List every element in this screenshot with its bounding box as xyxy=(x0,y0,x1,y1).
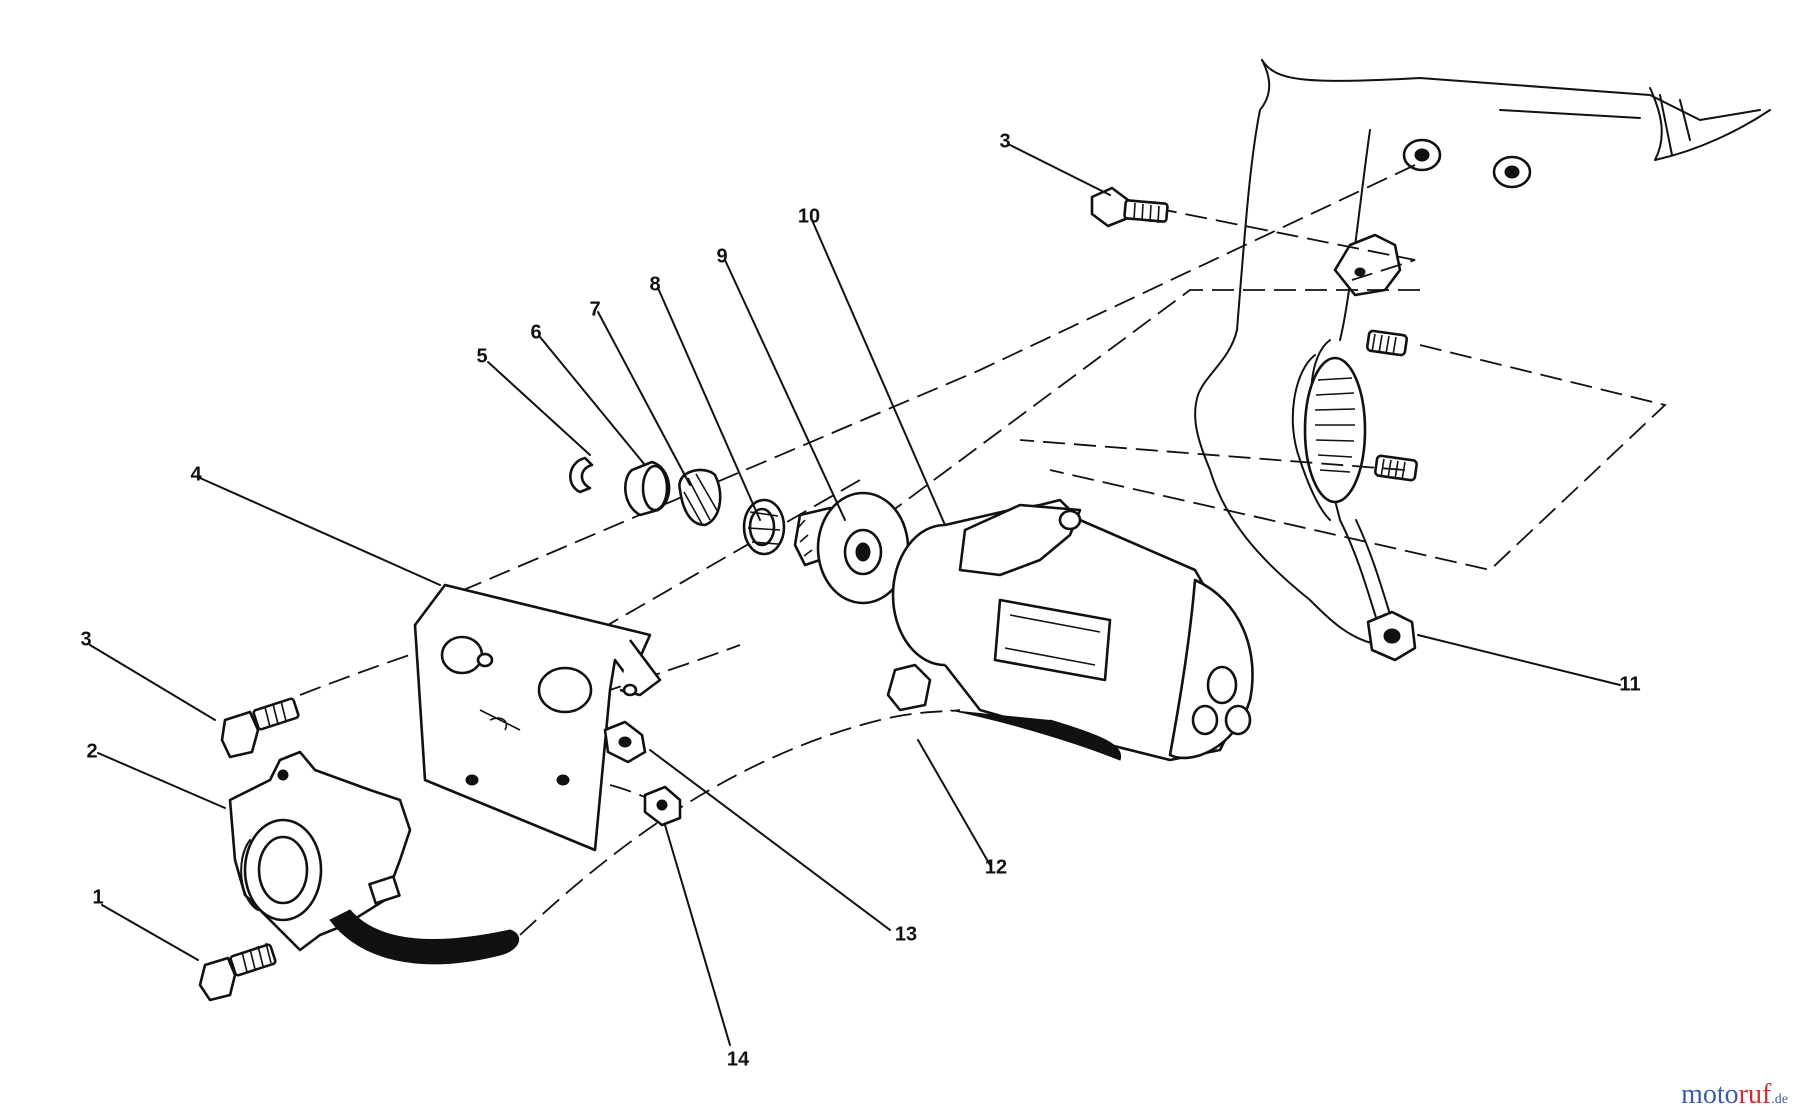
callout-10: 10 xyxy=(797,205,821,228)
leader-lines xyxy=(89,144,1621,1046)
alignment-lines xyxy=(299,164,1667,936)
engine-housing xyxy=(1194,59,1771,646)
stop-nut-6 xyxy=(624,460,671,517)
callout-6: 6 xyxy=(530,321,542,344)
flange-nut-11 xyxy=(1366,610,1417,662)
retaining-ring-5 xyxy=(569,456,594,494)
watermark-logo: motoruf.de xyxy=(1681,1079,1788,1110)
callout-4: 4 xyxy=(190,463,202,486)
callout-11: 11 xyxy=(1619,673,1641,696)
callout-13: 13 xyxy=(894,923,918,946)
callout-2: 2 xyxy=(86,740,98,763)
nut-14 xyxy=(643,785,682,827)
callout-9: 9 xyxy=(716,245,728,268)
starter-motor xyxy=(886,498,1254,762)
bolt-3-lower xyxy=(220,697,300,759)
mounting-bracket xyxy=(413,583,662,852)
drive-gear-9 xyxy=(793,491,910,605)
callout-8: 8 xyxy=(649,273,661,296)
callout-3-upper: 3 xyxy=(999,130,1011,153)
callout-3-lower: 3 xyxy=(80,628,92,651)
spring-cup-8 xyxy=(742,498,786,556)
callout-5: 5 xyxy=(476,345,488,368)
callout-7: 7 xyxy=(589,298,601,321)
callout-1: 1 xyxy=(92,886,104,909)
callout-14: 14 xyxy=(726,1048,750,1071)
nut-13 xyxy=(603,720,647,764)
starter-solenoid xyxy=(228,750,520,965)
bolt-1 xyxy=(198,942,277,1002)
callout-12: 12 xyxy=(984,856,1008,879)
bolt-3-upper xyxy=(1090,186,1169,228)
